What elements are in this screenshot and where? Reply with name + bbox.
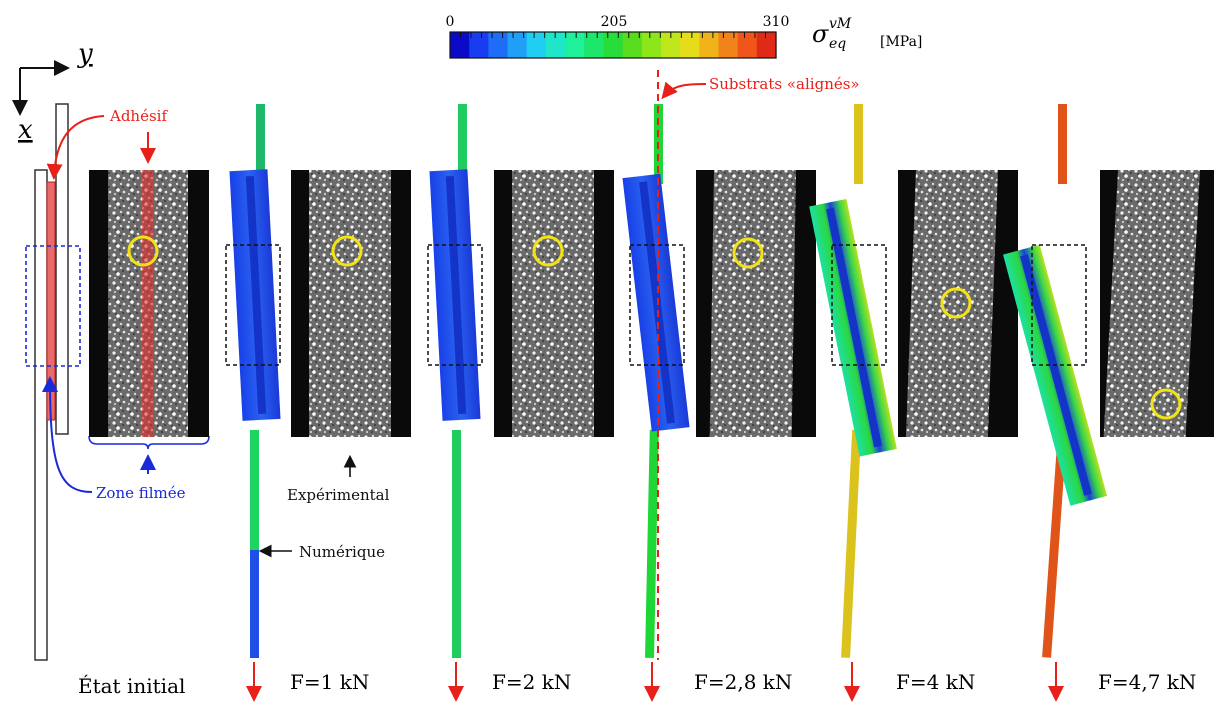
- state-label-2kn: F=2 kN: [492, 670, 571, 694]
- photo-initial: [89, 170, 209, 437]
- colorbar-unit: [MPa]: [880, 34, 922, 50]
- speckle-pattern: [1103, 170, 1200, 437]
- experimental-photo: [898, 170, 1018, 437]
- aligned-label: Substrats «alignés»: [709, 75, 860, 93]
- numerical-overlap: [809, 198, 897, 457]
- filmed-zone-brace: [88, 435, 210, 450]
- state-label-initial: État initial: [78, 674, 185, 698]
- colorbar-segment: [680, 32, 700, 58]
- region-box: [629, 244, 685, 366]
- numerical-upper-substrate: [1058, 104, 1067, 184]
- numerical-lower-substrate: [452, 430, 461, 658]
- state-label-4kn: F=4 kN: [896, 670, 975, 694]
- colorbar-tick-310: 310: [763, 14, 790, 30]
- colorbar-segment: [660, 32, 681, 58]
- axes-indicator: y x: [12, 39, 93, 145]
- colorbar-segment: [584, 32, 605, 58]
- colorbar-segment: [507, 32, 528, 58]
- numerical-upper-substrate: [854, 104, 863, 184]
- state-label-2-8kn: F=2,8 kN: [694, 670, 792, 694]
- colorbar-symbol: σ: [812, 20, 829, 48]
- numerical-upper-substrate: [458, 104, 467, 184]
- colorbar-segment: [545, 32, 566, 58]
- region-box: [225, 244, 281, 366]
- aligned-arrow: [661, 81, 707, 100]
- colorbar-segment: [450, 32, 470, 58]
- load-state: [1003, 104, 1214, 702]
- numerical-lower-substrate: [645, 429, 659, 658]
- tracking-circle: [940, 287, 972, 319]
- adhesive-arrow: [46, 115, 105, 180]
- tracking-circle: [331, 235, 363, 267]
- lower-substrate: [34, 169, 48, 661]
- numerical-lower-substrate: [841, 429, 862, 658]
- numerical-overlap: [229, 169, 281, 421]
- colorbar-segment: [603, 32, 624, 58]
- colorbar-segment: [641, 32, 662, 58]
- experimental-photo: [1100, 170, 1214, 437]
- colorbar-segment: [622, 32, 643, 58]
- colorbar-segment: [737, 32, 758, 58]
- tracking-circle: [532, 235, 564, 267]
- numerical-overlap: [622, 173, 690, 432]
- colorbar-tick-0: 0: [446, 14, 455, 30]
- colorbar-tick-205: 205: [601, 14, 628, 30]
- experimental-label: Expérimental: [287, 486, 390, 504]
- load-state: [225, 104, 411, 702]
- adhesive-label: Adhésif: [109, 107, 168, 125]
- tracking-circle: [732, 237, 764, 269]
- colorbar-segment: [488, 32, 509, 58]
- experimental-photo: [291, 170, 411, 437]
- load-state: [427, 104, 614, 702]
- colorbar-frame: [449, 31, 777, 59]
- tracking-circle: [1150, 388, 1182, 420]
- filmed-zone-arrow: [42, 376, 93, 493]
- upper-substrate: [55, 103, 69, 435]
- speckle-pattern: [309, 170, 391, 437]
- region-box: [427, 244, 483, 366]
- filmed-zone-box: [25, 245, 81, 367]
- axis-x-label: x: [18, 115, 33, 145]
- experimental-photo: [494, 170, 614, 437]
- numerical-overlap: [1003, 244, 1108, 506]
- axis-y-label: y: [77, 39, 93, 69]
- colorbar-superscript: vM: [829, 16, 852, 32]
- load-state: [622, 104, 816, 702]
- colorbar-segment: [526, 32, 547, 58]
- colorbar-segment: [469, 32, 489, 58]
- speckle-pattern: [709, 170, 796, 437]
- speckle-pattern: [905, 170, 998, 437]
- adhesive-overlay: [142, 170, 154, 437]
- colorbar-subscript: eq: [829, 36, 846, 52]
- numerical-upper-substrate: [256, 104, 265, 184]
- state-label-4-7kn: F=4,7 kN: [1098, 670, 1196, 694]
- colorbar-segment: [756, 32, 777, 58]
- numerical-overlap: [429, 169, 481, 421]
- numerical-lower-substrate: [1042, 429, 1067, 658]
- tracking-circle: [127, 235, 159, 267]
- load-state: [809, 104, 1018, 702]
- speckle-pattern: [512, 170, 594, 437]
- numerical-lower-substrate-gradient: [250, 430, 259, 550]
- colorbar-segment: [565, 32, 585, 58]
- colorbar-segment: [699, 32, 720, 58]
- load-states: [225, 104, 1214, 702]
- colorbar: [449, 31, 777, 59]
- region-box: [1031, 244, 1087, 366]
- numerical-label: Numérique: [299, 543, 385, 561]
- state-label-1kn: F=1 kN: [290, 670, 369, 694]
- initial-schematic: [25, 103, 81, 661]
- experimental-photo: [696, 170, 816, 437]
- region-box: [831, 244, 887, 366]
- filmed-zone-label: Zone filmée: [96, 484, 186, 502]
- colorbar-segment: [718, 32, 739, 58]
